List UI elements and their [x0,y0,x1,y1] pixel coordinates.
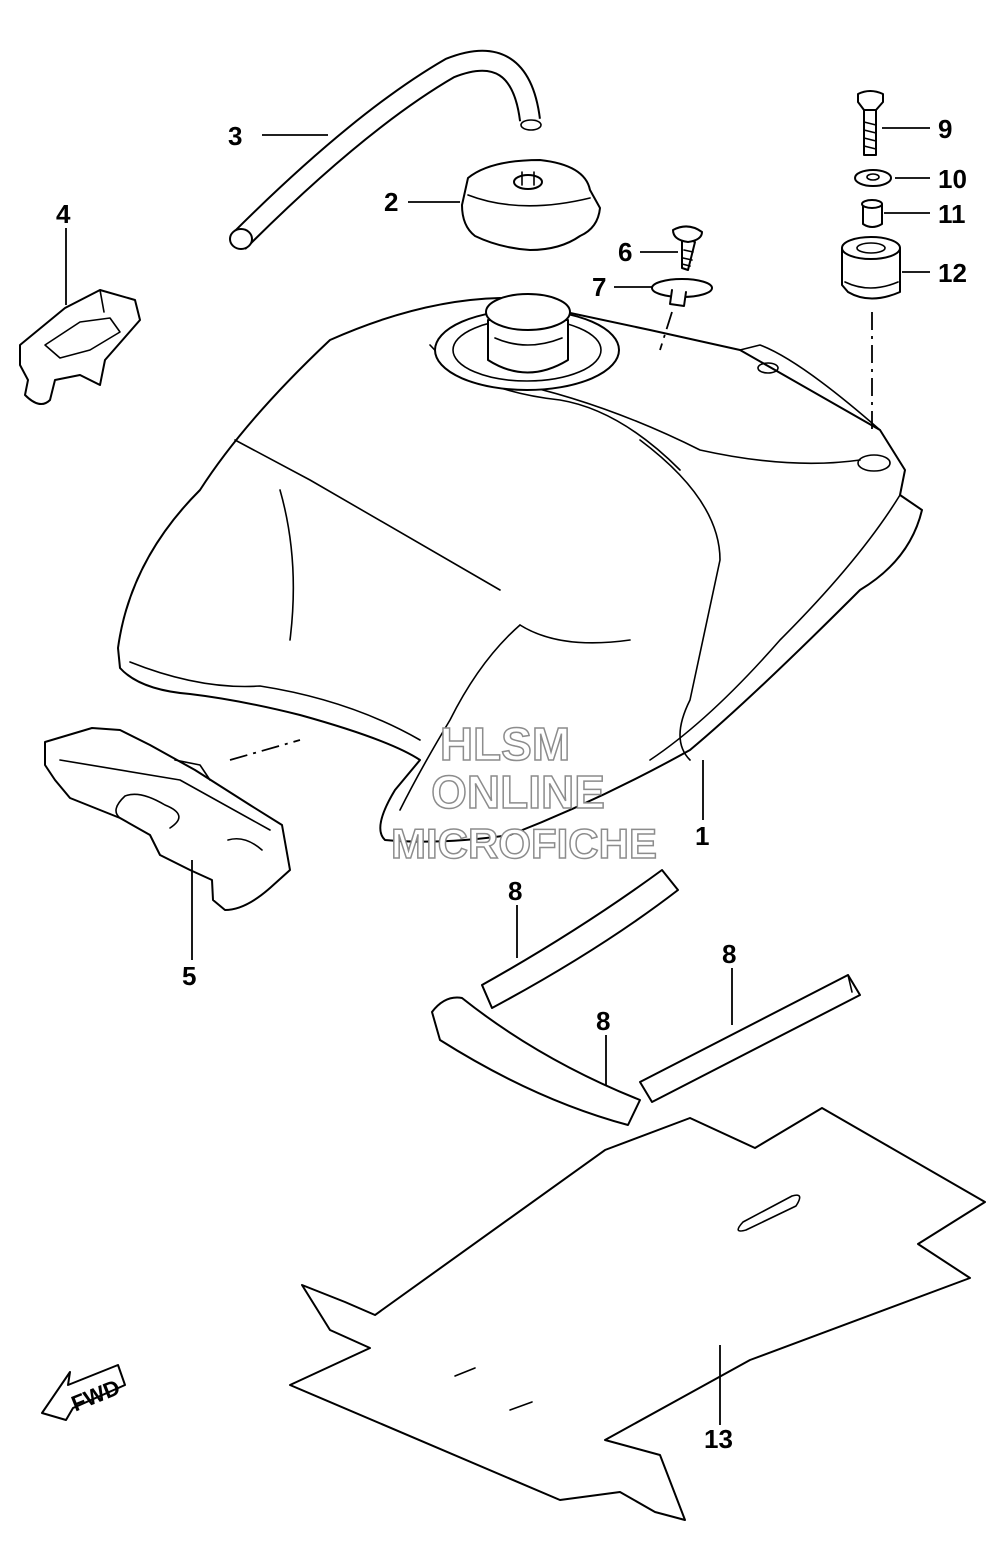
tank-cushion-pad-lower[interactable] [639,974,861,1103]
assembly-line-grommet [659,311,673,351]
callout-10: 10 [938,164,967,194]
callout-5: 5 [182,961,196,991]
callout-3: 3 [228,121,242,151]
callout-1: 1 [695,821,709,851]
watermark-line2: ONLINE [431,766,605,818]
heat-shield-plate[interactable] [289,1107,986,1521]
cushion-rubber[interactable] [841,236,901,300]
callout-9: 9 [938,114,952,144]
watermark-line1: HLSM [440,718,570,770]
collar[interactable] [861,199,883,228]
callout-6: 6 [618,237,632,267]
screw[interactable] [672,225,703,271]
callout-8-curved: 8 [596,1006,610,1036]
tank-band[interactable] [44,727,291,911]
callout-11: 11 [938,199,966,229]
fuel-tank[interactable] [117,293,923,843]
callout-12: 12 [938,258,967,288]
callout-8-upper: 8 [508,876,522,906]
fuel-filler-cap[interactable] [461,159,601,251]
breather-hose[interactable] [229,49,542,250]
callout-4: 4 [56,199,71,229]
washer[interactable] [854,169,892,187]
watermark-line3: MICROFICHE [391,820,657,867]
callout-8-lower: 8 [722,939,736,969]
callout-7: 7 [592,272,606,302]
callout-2: 2 [384,187,398,217]
leader-lines [65,127,930,1425]
tank-cushion-pad-curved[interactable] [431,996,641,1126]
grommet-rivet[interactable] [651,278,713,307]
fwd-direction-arrow: FWD [41,1364,126,1421]
assembly-line-band [229,739,301,761]
tank-cushion-pad-upper[interactable] [481,869,679,1009]
bolt[interactable] [857,90,884,156]
callout-13: 13 [704,1424,733,1454]
tank-bracket[interactable] [19,289,141,405]
watermark: HLSM ONLINE MICROFICHE [390,717,658,868]
